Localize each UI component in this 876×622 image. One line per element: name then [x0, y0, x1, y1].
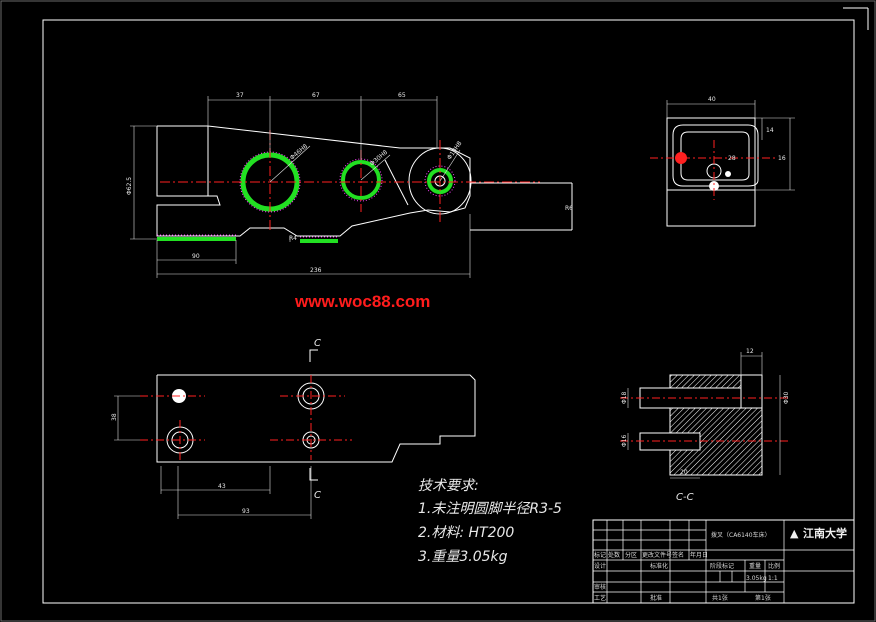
- cut-letter-bottom: C: [314, 490, 321, 501]
- dimension-lines: [130, 96, 471, 278]
- tb-label: 批准: [650, 594, 662, 602]
- tb-label: 工艺: [594, 594, 606, 602]
- tb-label: 标记: [594, 551, 606, 559]
- dim-label: Φ62.5: [126, 177, 133, 195]
- side-slot-inner: [680, 131, 750, 181]
- dim-label: 28: [728, 155, 736, 162]
- section-dimension-lines: [627, 352, 781, 479]
- school-name: 江南大学: [803, 526, 847, 540]
- tech-req-item: 1.未注明圆脚半径R3-5: [418, 501, 562, 517]
- tb-label: 处数: [608, 551, 620, 559]
- tb-label: 标准化: [650, 562, 668, 570]
- section-centerlines: [620, 397, 790, 442]
- tb-label: 签名: [672, 551, 684, 559]
- tb-label: 比例: [768, 562, 780, 570]
- title-block-grid: [593, 520, 854, 603]
- tb-label: 阶段标记: [710, 562, 734, 570]
- dim-label: Φ30: [783, 391, 790, 404]
- cut-arrow-bottom: [309, 468, 318, 481]
- dim-label: 38: [111, 413, 118, 421]
- tb-label: 审核: [594, 583, 606, 591]
- tb-label: 分区: [625, 551, 637, 559]
- side-slot-outer: [672, 124, 759, 187]
- school-logo-icon: ▲: [790, 527, 799, 540]
- tech-req-item: 3.重量3.05kg: [418, 549, 508, 565]
- bore-small: [427, 168, 453, 194]
- side-dimension-lines: [666, 100, 795, 191]
- bore-medium: [341, 160, 381, 200]
- plan-outline: [156, 374, 476, 463]
- technical-requirements: 技术要求: 1.未注明圆脚半径R3-5 2.材料: HT200 3.重量3.05…: [418, 478, 562, 565]
- dim-label: 67: [312, 92, 320, 99]
- bore-medium-chamfer: [339, 158, 383, 202]
- plan-centerlines: [140, 375, 352, 460]
- part-name: 拨叉（CA6140车床）: [711, 531, 771, 539]
- dim-label: 65: [398, 92, 406, 99]
- weight-value: 3.05kg: [746, 575, 767, 582]
- section-title: C-C: [676, 492, 694, 503]
- dim-label: 20: [680, 469, 688, 476]
- dim-label: 236: [310, 267, 322, 274]
- side-pin-small: [725, 171, 731, 177]
- title-block: 拨叉（CA6140车床） ▲ 江南大学 标记 处数 分区 更改文件号 签名 年月…: [592, 519, 855, 604]
- tb-label: 年月日: [690, 551, 708, 559]
- cut-letter-top: C: [314, 338, 321, 349]
- dim-label: R6: [565, 205, 573, 212]
- plan-view: 38 43 93 C C: [111, 338, 476, 519]
- watermark-text: www.woc88.com: [294, 292, 430, 311]
- tb-label: 更改文件号: [642, 551, 672, 559]
- sheet-count: 共1张: [712, 594, 728, 602]
- side-outline: [666, 117, 756, 227]
- scale-value: 1:1: [768, 575, 778, 582]
- section-view: 12 Φ18 Φ30 20 Φ16 C-C: [620, 348, 790, 503]
- side-centerlines: [650, 140, 775, 200]
- tech-req-item: 2.材料: HT200: [418, 525, 514, 541]
- side-view: 40 14 16 28: [650, 96, 795, 227]
- section-counterbore: [740, 374, 763, 409]
- dim-label: 43: [218, 483, 226, 490]
- dim-label: 40: [708, 96, 716, 103]
- hole-callout: Φ46H8: [289, 143, 309, 162]
- dim-label: Φ18: [621, 391, 628, 404]
- part-outline: [156, 125, 471, 237]
- tech-req-heading: 技术要求:: [418, 478, 479, 494]
- centerlines: [160, 130, 540, 232]
- dim-label: 90: [192, 253, 200, 260]
- sheet-number: 第1张: [755, 594, 771, 602]
- bore-small-chamfer: [424, 165, 456, 197]
- dim-label: 93: [242, 508, 250, 515]
- title-block-frame: [592, 519, 855, 604]
- dim-label: Φ16: [621, 434, 628, 447]
- dim-label: 14: [766, 127, 774, 134]
- drawing-frame: [42, 19, 855, 604]
- dim-label: 37: [236, 92, 244, 99]
- side-hole-red: [675, 152, 687, 164]
- dim-label: R4: [289, 235, 297, 242]
- tb-label: 重量: [749, 562, 761, 570]
- cut-arrow-top: [309, 349, 318, 362]
- front-view: 37 67 65 90 236 R4 R6 Φ62.5 Φ46H8 Φ30H8 …: [126, 92, 573, 278]
- dim-label: 12: [746, 348, 754, 355]
- plan-dimension-lines: [114, 395, 312, 519]
- side-pin: [709, 181, 719, 191]
- dim-label: 16: [778, 155, 786, 162]
- tb-label: 设计: [594, 562, 606, 570]
